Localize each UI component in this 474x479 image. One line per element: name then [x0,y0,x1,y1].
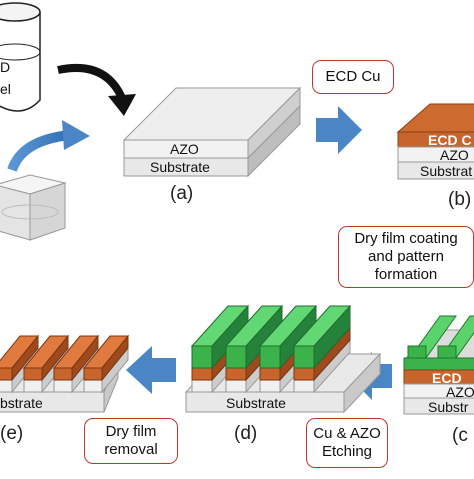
step-a-azo-label: AZO [170,141,199,157]
beaker-label-1: D [0,59,11,75]
step-c-substrate-label: Substr [428,399,469,415]
process-label-dry-film-removal: Dry film removal [84,418,178,464]
step-a-substrate-label: Substrate [150,159,210,175]
arrow-d-to-e [126,346,176,394]
removal-text-2: removal [104,441,158,458]
step-b-azo-label: AZO [440,147,469,163]
curved-arrow-blue [7,120,90,172]
process-label-dry-film-coating: Dry film coating and pattern formation [338,226,474,288]
step-b-caption: (b) [448,189,472,210]
dry-film-text-2: and pattern [368,248,444,265]
small-slab [0,174,67,241]
beaker-icon [0,2,41,112]
step-d-caption: (d) [234,423,258,444]
step-e-bars [0,334,130,394]
removal-text-1: Dry film [105,423,157,440]
bar-4 [292,304,352,394]
step-e-substrate-label: bstrate [0,395,43,411]
step-b-stack [396,103,474,180]
arrow-a-to-b [316,106,362,154]
step-c-azo-label: AZO [446,384,474,400]
process-label-ecd-cu: ECD Cu [312,60,394,94]
step-e-caption: (e) [0,423,24,444]
beaker-label-2: el [0,81,11,97]
dry-film-text-3: formation [374,266,438,283]
curved-arrow-black [57,63,136,116]
step-d-bars [190,304,352,394]
etching-text-2: Etching [321,443,373,460]
ecd-cu-text: ECD Cu [325,68,381,85]
step-c-stack [403,315,474,415]
step-b-substrate-label: Substrat [420,163,473,179]
step-c-caption: (c [452,425,468,446]
step-b-layer-label: ECD C [428,132,472,148]
step-c-layer-label: ECD [432,370,462,386]
process-label-etching: Cu & AZO Etching [306,418,388,468]
etching-text-1: Cu & AZO [313,425,381,442]
step-d-substrate-label: Substrate [226,395,286,411]
step-a-caption: (a) [170,183,194,204]
dry-film-text-1: Dry film coating [354,230,458,247]
bar-4 [82,334,130,394]
step-a-stack [122,86,302,178]
